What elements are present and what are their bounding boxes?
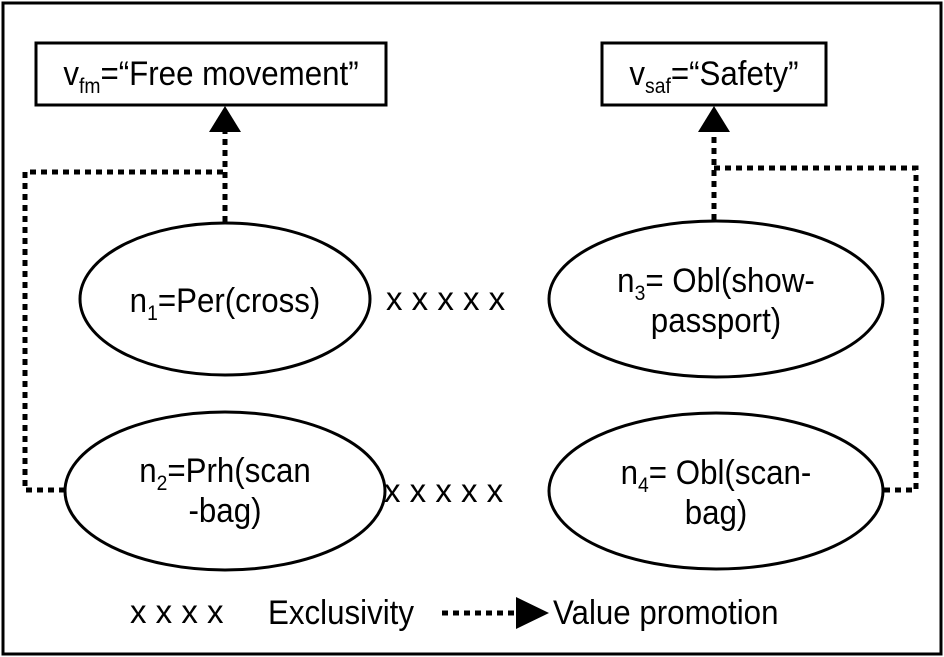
norm-label-n4: n4= Obl(scan- bag): [620, 454, 812, 532]
promotion-line-n4: [714, 165, 919, 493]
legend-exclusivity-symbol: x x x x: [130, 593, 224, 630]
legend-arrowhead: [516, 597, 549, 629]
norm-ellipse-n4: [547, 411, 885, 571]
value-label-free-movement: vfm=“Free movement”: [63, 55, 359, 98]
norm-label-n2: n2=Prh(scan -bag): [139, 452, 311, 530]
promotion-arrowhead-safety: [698, 106, 730, 132]
norm-ellipse-n3: [547, 219, 885, 379]
exclusivity-marks-n1-n3: x x x x x: [386, 280, 506, 317]
norm-label-n3: n3= Obl(show- passport): [617, 262, 815, 340]
value-label-safety: vsaf=“Safety”: [629, 55, 799, 98]
legend-promotion-label: Value promotion: [553, 594, 779, 632]
value-box-safety: [600, 41, 828, 107]
norm-ellipse-n1: [78, 221, 372, 377]
promotion-arrowhead-free-movement: [209, 106, 241, 132]
norm-label-n1: n1=Per(cross): [129, 282, 321, 325]
legend-exclusivity-label: Exclusivity: [268, 594, 415, 632]
promotion-line-n2: [22, 169, 225, 493]
value-box-free-movement: [34, 41, 388, 107]
exclusivity-marks-n2-n4: x x x x x: [384, 472, 504, 509]
